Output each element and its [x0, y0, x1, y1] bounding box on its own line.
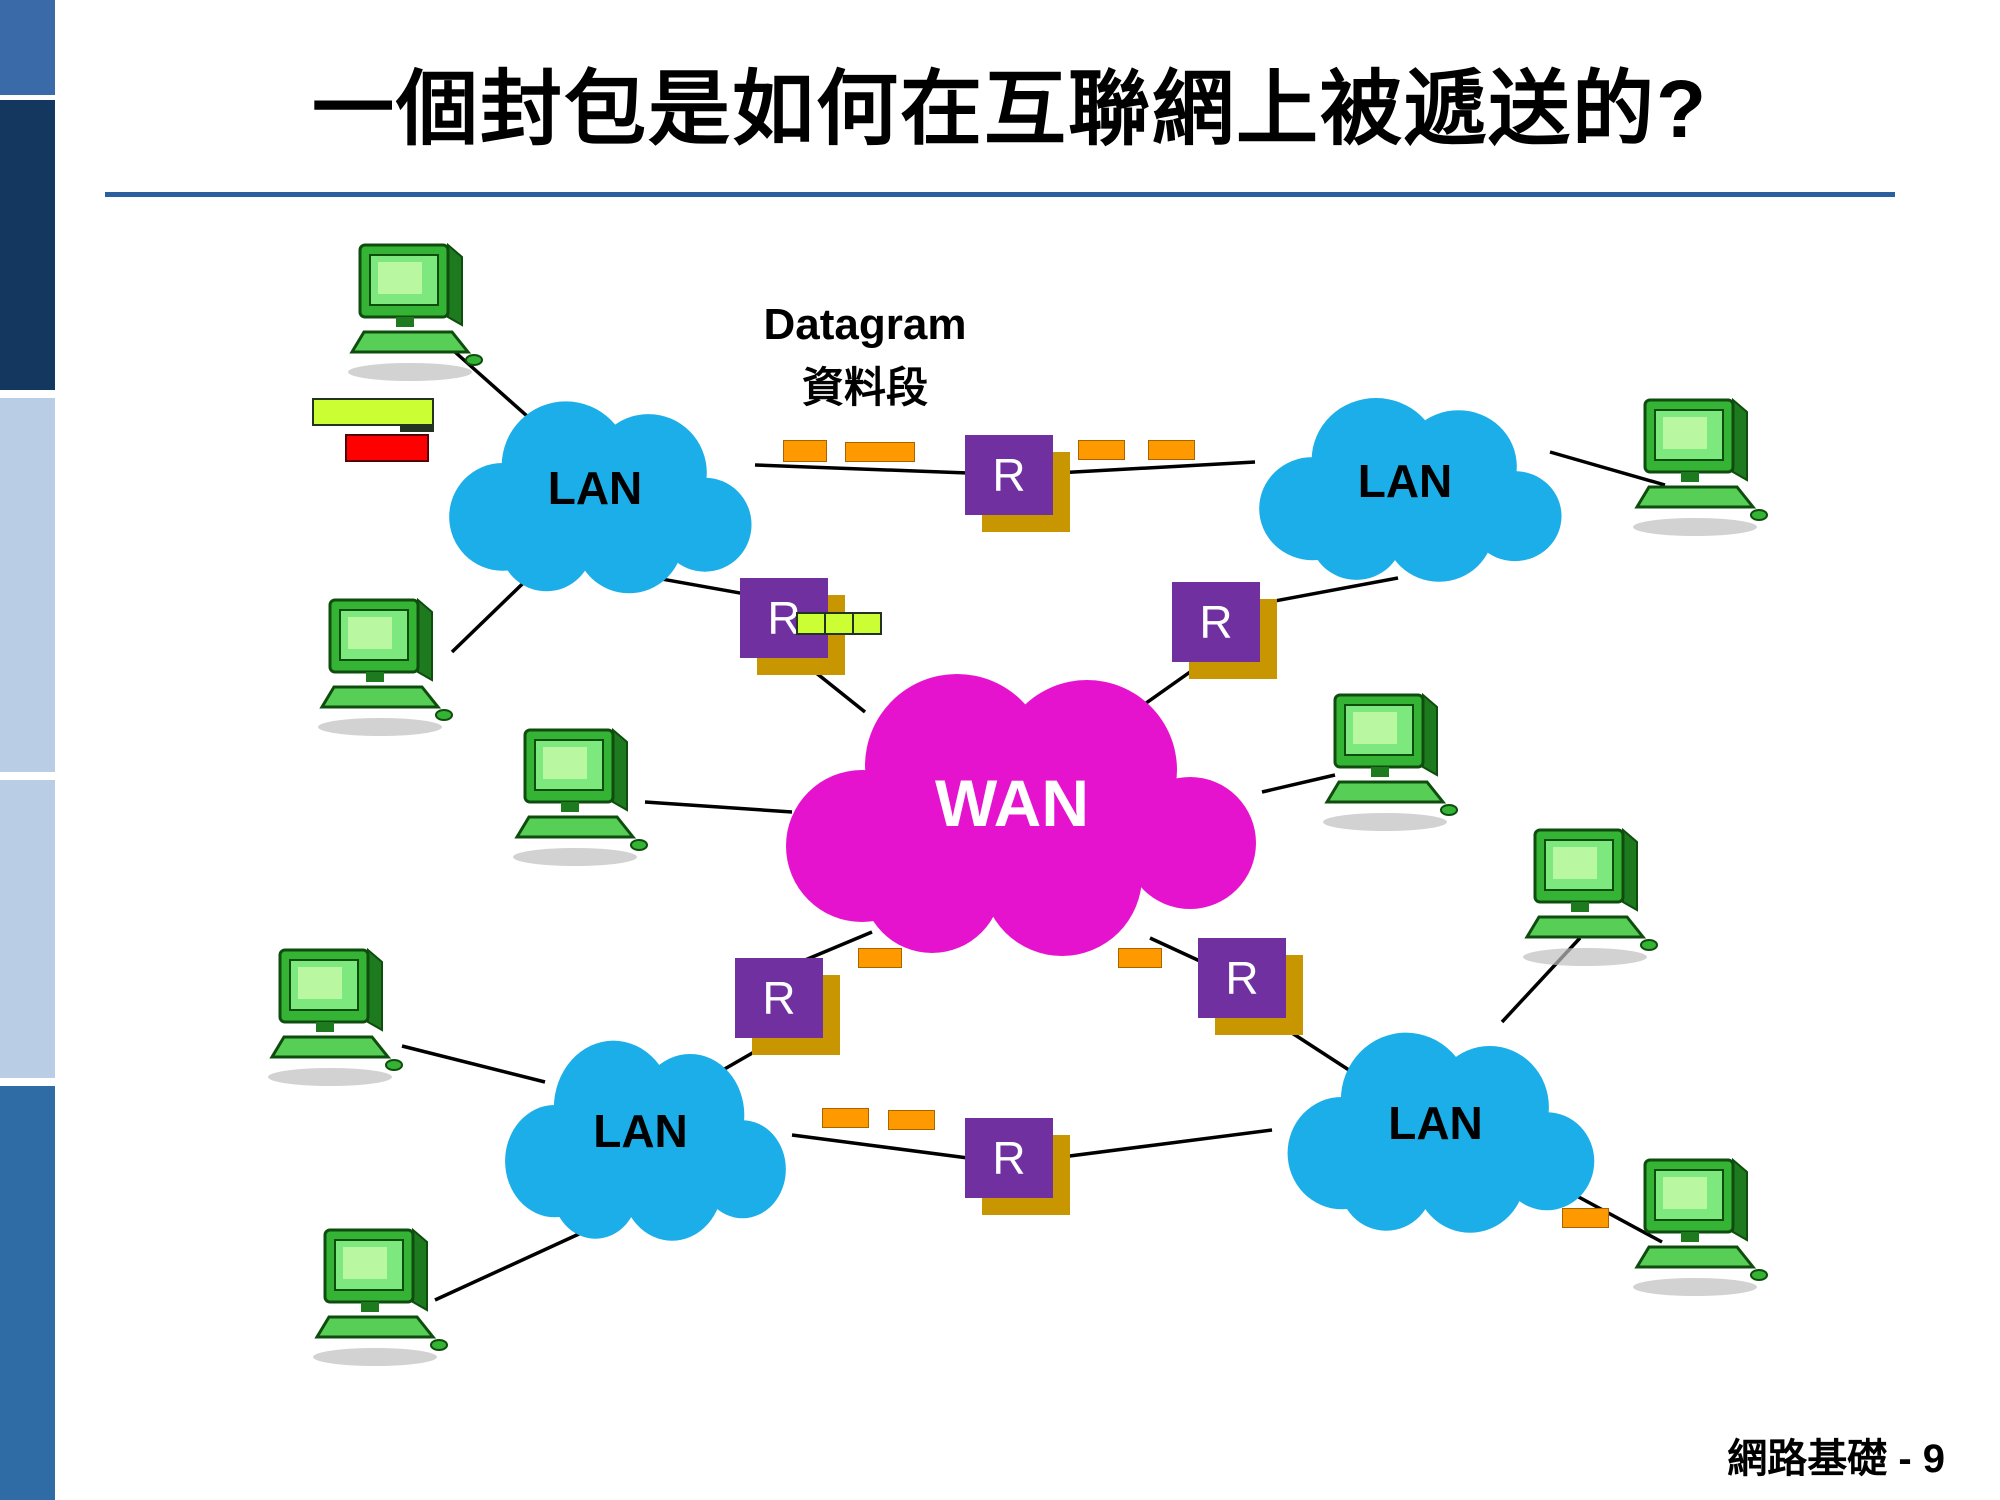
- router-label: R: [992, 1132, 1026, 1184]
- connection-line: [797, 930, 873, 965]
- router-label: R: [1199, 596, 1233, 648]
- computer-top-left: [330, 240, 490, 385]
- sidebar-accent-bar-bottom: [0, 1086, 55, 1500]
- datagram-label-zh: 資料段: [801, 364, 928, 411]
- computer-icon: [348, 242, 483, 381]
- connection-line: [401, 1044, 546, 1084]
- computer-icon: [1523, 827, 1658, 966]
- computer-left-of-wan: [495, 725, 655, 870]
- computer-top-right: [1615, 395, 1775, 540]
- computer-icon: [1633, 397, 1768, 536]
- cloud-label: LAN: [547, 461, 643, 514]
- packet-segment-cell: [852, 612, 882, 635]
- packet-bar-red: [345, 434, 429, 462]
- cloud-label: WAN: [935, 766, 1089, 840]
- computer-icon: [513, 727, 648, 866]
- page-footer: 網路基礎 - 9: [1727, 1437, 1945, 1481]
- network-cloud-icon: [505, 1040, 786, 1241]
- router-top-middle: R: [965, 435, 1053, 515]
- connection-line: [791, 1133, 969, 1160]
- computer-icon: [268, 947, 403, 1086]
- connection-line: [798, 658, 867, 714]
- lan-cloud-top-left: LAN: [420, 370, 770, 605]
- connection-line: [1140, 658, 1209, 708]
- datagram-segment: [845, 442, 915, 462]
- connection-line: [1247, 576, 1399, 608]
- network-cloud-icon: [786, 674, 1256, 956]
- datagram-segment: [1148, 440, 1195, 460]
- network-cloud-icon: [1287, 1032, 1595, 1233]
- router-lower-right: R: [1198, 938, 1286, 1018]
- computer-bottom-right: [1615, 1155, 1775, 1300]
- computer-bottom-left-upper: [250, 945, 410, 1090]
- datagram-segment: [1078, 440, 1125, 460]
- connection-line: [1053, 1128, 1273, 1160]
- datagram-segment: [888, 1110, 935, 1130]
- datagram-segment: [1562, 1208, 1609, 1228]
- computer-right-of-wan: [1305, 690, 1465, 835]
- cloud-label: LAN: [1388, 1096, 1483, 1149]
- computer-icon: [318, 597, 453, 736]
- router-label: R: [762, 972, 796, 1024]
- router-label: R: [1225, 952, 1259, 1004]
- router-bottom-middle: R: [965, 1118, 1053, 1198]
- title-underline: [105, 192, 1895, 197]
- sidebar-accent-bar-pale-1: [0, 398, 55, 772]
- router-lower-left: R: [735, 958, 823, 1038]
- connection-line: [1261, 773, 1336, 794]
- connection-line: [434, 1226, 593, 1302]
- datagram-segment: [783, 440, 827, 462]
- packet-segment-cell: [824, 612, 854, 635]
- computer-bottom-left-lower: [295, 1225, 455, 1370]
- cloud-label: LAN: [593, 1104, 688, 1157]
- computer-icon: [1323, 692, 1458, 831]
- lan-cloud-bottom-left: LAN: [478, 1008, 803, 1253]
- lan-cloud-bottom-right: LAN: [1258, 1000, 1613, 1245]
- router-upper-right: R: [1172, 582, 1260, 662]
- connection-line: [1549, 450, 1666, 487]
- packet-bar-green-tab: [400, 426, 434, 432]
- computer-icon: [1633, 1157, 1768, 1296]
- datagram-label-en: Datagram: [763, 300, 967, 349]
- connection-line: [1149, 936, 1203, 964]
- connection-line: [754, 463, 969, 475]
- sidebar-accent-bar-top: [0, 0, 55, 95]
- slide-title: 一個封包是如何在互聯網上被遞送的?: [311, 64, 1709, 155]
- datagram-segment: [1118, 948, 1162, 968]
- computer-icon: [313, 1227, 448, 1366]
- lan-cloud-top-right: LAN: [1230, 368, 1580, 593]
- datagram-segment: [822, 1108, 869, 1128]
- datagram-segment: [858, 948, 902, 968]
- connection-line: [1271, 1018, 1353, 1074]
- computer-mid-left: [300, 595, 460, 740]
- cloud-label: LAN: [1357, 454, 1453, 507]
- sidebar-accent-bar-pale-2: [0, 780, 55, 1078]
- packet-bar-segmented: [796, 612, 882, 635]
- datagram-label: Datagram 資料段: [705, 300, 1025, 415]
- sidebar-accent-bar-navy: [0, 100, 55, 390]
- packet-bar-green: [312, 398, 434, 432]
- router-label: R: [992, 449, 1026, 501]
- network-cloud-icon: [449, 401, 752, 594]
- wan-cloud: WAN: [752, 628, 1272, 978]
- router-label: R: [767, 592, 801, 644]
- connection-line: [1055, 460, 1256, 475]
- packet-segment-cell: [796, 612, 826, 635]
- connection-line: [644, 800, 793, 814]
- computer-mid-right: [1505, 825, 1665, 970]
- network-cloud-icon: [1259, 398, 1562, 582]
